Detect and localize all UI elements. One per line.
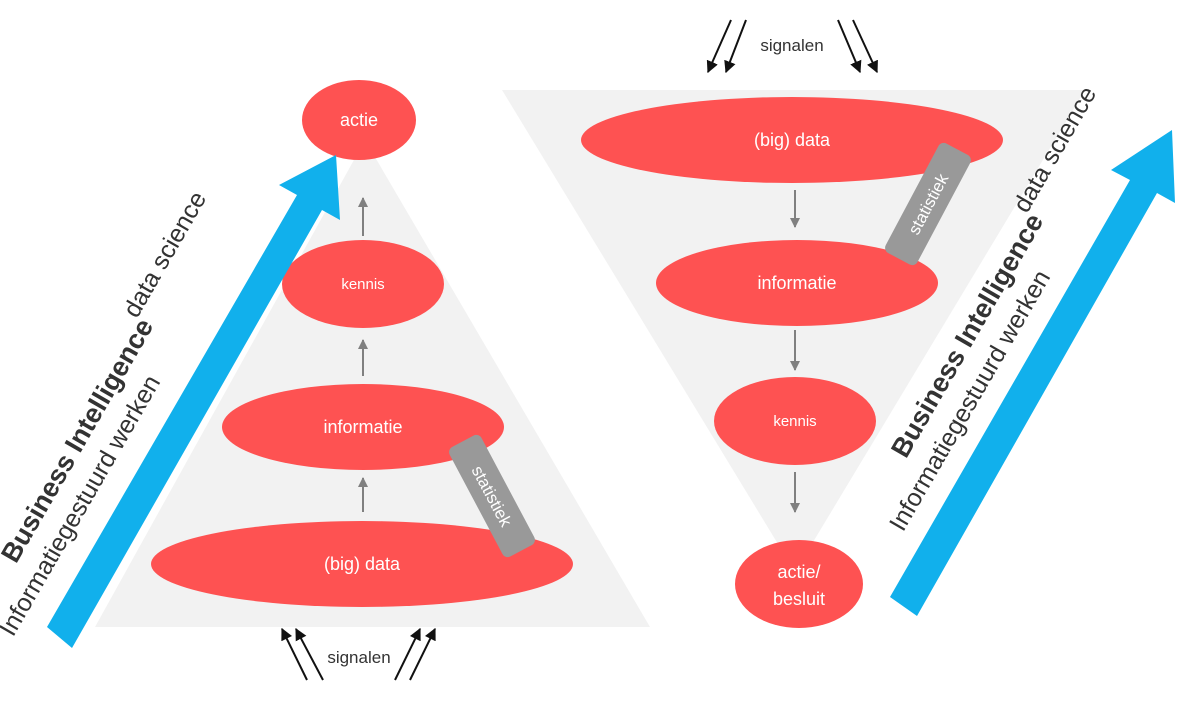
left-node-actie-label: actie	[340, 110, 378, 130]
right-node-informatie	[656, 240, 938, 326]
right-diagram: (big) data informatie kennis actie/ besl…	[502, 19, 1175, 628]
left-node-big-data	[151, 521, 573, 607]
right-node-informatie-label: informatie	[757, 273, 836, 293]
right-node-big-data	[581, 97, 1003, 183]
left-node-big-data-label: (big) data	[324, 554, 401, 574]
right-node-actie-besluit-label-1: actie/	[777, 562, 820, 582]
right-node-actie-besluit-label-2: besluit	[773, 589, 825, 609]
left-signals-label: signalen	[327, 648, 390, 667]
right-node-kennis-label: kennis	[773, 413, 816, 430]
right-signal-arrows	[706, 19, 878, 74]
left-node-kennis	[282, 240, 444, 328]
left-progress-arrow	[47, 155, 340, 648]
right-node-actie-besluit	[735, 540, 863, 628]
left-node-informatie-label: informatie	[323, 417, 402, 437]
left-side-subtitle-2: data science	[118, 187, 212, 323]
right-node-big-data-label: (big) data	[754, 130, 831, 150]
right-node-kennis	[714, 377, 876, 465]
left-node-informatie	[222, 384, 504, 470]
left-node-actie	[302, 80, 416, 160]
left-node-kennis-label: kennis	[341, 276, 384, 293]
left-diagram: actie kennis informatie (big) data stati…	[0, 80, 650, 681]
right-signals-label: signalen	[760, 36, 823, 55]
right-progress-arrow	[890, 130, 1175, 616]
left-signal-arrows	[281, 627, 436, 681]
